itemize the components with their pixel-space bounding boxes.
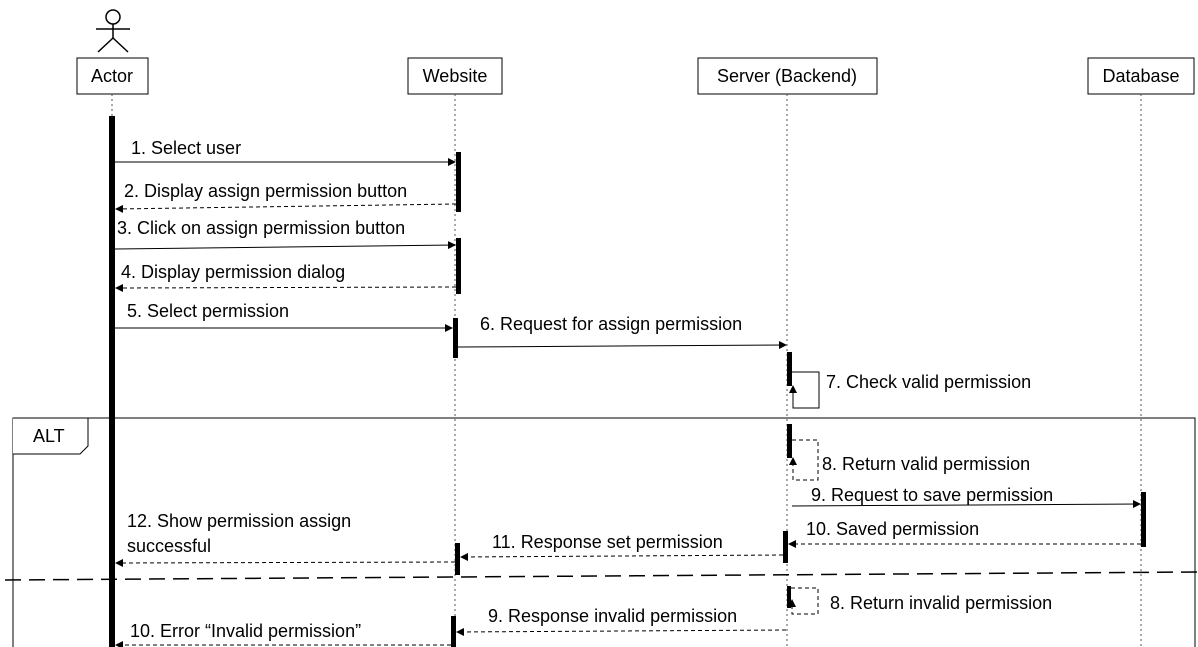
participant-website: Website xyxy=(407,57,503,95)
message-11-label: 11. Response set permission xyxy=(492,532,723,552)
activation-server-2 xyxy=(787,424,792,458)
message-3-label: 3. Click on assign permission button xyxy=(117,218,405,238)
message-12-arrow xyxy=(115,558,456,567)
message-2-arrow xyxy=(115,203,457,213)
activation-database xyxy=(1141,492,1146,547)
message-7-arrow xyxy=(789,371,820,409)
message-11-arrow xyxy=(460,552,784,561)
participant-server: Server (Backend) xyxy=(697,57,878,95)
message-4-label: 4. Display permission dialog xyxy=(121,262,345,282)
message-9-save-label: 9. Request to save permission xyxy=(811,485,1053,505)
alt-fragment-divider xyxy=(4,571,1198,581)
activation-website-3 xyxy=(453,318,458,358)
alt-fragment: ALT xyxy=(4,417,1198,647)
message-4-arrow xyxy=(115,283,457,292)
message-9-invalid-label: 9. Response invalid permission xyxy=(488,606,737,626)
participant-database-label: Database xyxy=(1102,66,1179,86)
message-9-invalid-arrow xyxy=(456,627,787,636)
participant-actor: Actor xyxy=(76,57,149,95)
message-1-label: 1. Select user xyxy=(131,138,241,158)
message-6-label: 6. Request for assign permission xyxy=(480,314,742,334)
message-2-label: 2. Display assign permission button xyxy=(124,181,407,201)
activation-website-4 xyxy=(455,543,460,575)
participant-actor-label: Actor xyxy=(91,66,133,86)
actor-stick-figure-icon xyxy=(96,9,130,53)
activation-website-1 xyxy=(456,152,461,212)
activation-website-5 xyxy=(451,616,456,647)
message-6-arrow xyxy=(457,341,787,350)
message-8-valid-label: 8. Return valid permission xyxy=(822,454,1030,474)
participant-database: Database xyxy=(1087,57,1195,95)
message-3-arrow xyxy=(114,241,456,250)
message-7-label: 7. Check valid permission xyxy=(826,372,1031,392)
activation-website-2 xyxy=(456,238,461,294)
message-12-label-line-2: successful xyxy=(127,536,211,556)
message-10-saved-label: 10. Saved permission xyxy=(806,519,979,539)
message-5-label: 5. Select permission xyxy=(127,301,289,321)
message-8-valid-arrow xyxy=(789,439,819,481)
activation-server-1 xyxy=(787,352,792,386)
message-9-save-arrow xyxy=(791,500,1141,509)
participant-website-label: Website xyxy=(423,66,488,86)
activation-server-3 xyxy=(783,531,788,563)
activation-actor xyxy=(109,116,115,647)
activation-server-4 xyxy=(787,586,791,608)
message-8-invalid-label: 8. Return invalid permission xyxy=(830,593,1052,613)
message-8-invalid-arrow xyxy=(788,587,819,615)
message-10-error-label: 10. Error “Invalid permission” xyxy=(130,621,361,641)
message-12-label-line-1: 12. Show permission assign xyxy=(127,511,351,531)
participant-server-label: Server (Backend) xyxy=(717,66,857,86)
alt-fragment-label: ALT xyxy=(33,426,65,446)
